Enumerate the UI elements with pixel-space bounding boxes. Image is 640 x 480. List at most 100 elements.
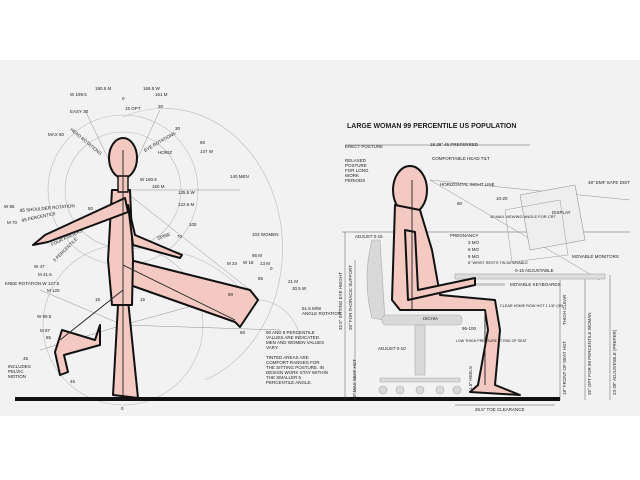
ground-zero-label: 0: [121, 406, 124, 411]
label: 100: [189, 222, 197, 227]
label: 60: [457, 201, 463, 206]
label: W 99.5: [37, 314, 52, 319]
standing-figure: [32, 137, 259, 399]
label: 0-15 ADJUSTABLE: [515, 268, 554, 273]
label: 140 MEN: [230, 174, 249, 179]
label: ANGLE ROTATION: [302, 311, 341, 316]
label: 45: [70, 379, 76, 384]
label: 15 OPT: [125, 106, 141, 111]
label: 18.36" 45 PREFERRED: [430, 142, 479, 147]
label: EASY 30: [70, 109, 89, 114]
label: SPINE: [157, 232, 171, 241]
label: 13 M: [260, 261, 270, 266]
label: 85: [46, 335, 52, 340]
workstation: [454, 184, 606, 286]
label: 32.5" SITTING EYE HEIGHT: [338, 272, 343, 330]
label: 169.5 W: [143, 86, 161, 91]
label: THIGH CLEAR: [562, 294, 567, 325]
label: 0: [122, 96, 125, 101]
label: 45: [23, 356, 29, 361]
label: HEAD ROTATIONS: [69, 127, 102, 156]
label: W 199.5: [70, 92, 87, 97]
diagram-title: LARGE WOMAN 99 PERCENTILE US POPULATION: [347, 123, 516, 130]
label: 8" WRIST RESTS TIN DESIRABLE: [468, 261, 528, 265]
label: 1.5" HEELS: [468, 366, 473, 390]
label: 18" FRONT OF SEAT HGT: [562, 341, 567, 395]
label: 3 MO: [468, 240, 480, 245]
seated-dimension-lines: [342, 144, 631, 406]
label: ADJUST 0-15: [355, 234, 383, 239]
note-tinted: TINTED AREAS ARE COMFORT RANGES FOR THE …: [266, 355, 328, 385]
label: 122.5 M: [178, 202, 195, 207]
label: 0: [270, 266, 273, 271]
label: MAX 60: [48, 132, 65, 137]
label: 147 W: [200, 149, 214, 154]
label: LOW THIGH PRESSURE AT END OF SEAT: [456, 339, 528, 343]
label: HORIZONTAL SIGHT LINE: [440, 182, 495, 187]
label: 30: [175, 126, 181, 131]
label: 51.5 M/W: [302, 306, 322, 311]
label: M 41.5: [38, 272, 52, 277]
label: 135.5 W: [178, 190, 196, 195]
desk-surface: [454, 273, 606, 280]
label: 17" MAX SEAT HGT: [352, 359, 357, 400]
label: 20" FOR THORACIC SUPPORT: [348, 265, 353, 330]
label: COMFORTABLE HEAD TILT: [432, 156, 490, 161]
label: W 47: [34, 264, 45, 269]
note-percentile: 90 AND 5 PERCENTILE VALUES ARE INDICATED…: [266, 330, 325, 350]
monitor: [519, 184, 586, 251]
label: 190.5 M: [95, 86, 112, 91]
label: 60: [240, 330, 246, 335]
label: 90: [228, 292, 234, 297]
label: M 120: [47, 288, 60, 293]
label: W 18: [243, 260, 254, 265]
label: 21 M: [288, 279, 298, 284]
label: M 87: [40, 328, 51, 333]
label: 48" EMF SAFE DIST: [588, 180, 630, 185]
label: CLEAR HOME ROW HGT 1 1/8" (30): [500, 304, 564, 308]
label: M 70: [7, 220, 18, 225]
label: ISCHIA: [423, 316, 438, 321]
label: DISPLAY: [552, 210, 571, 215]
floor-line: [15, 397, 560, 401]
label: 95-100: [462, 326, 477, 331]
label: 30.5 W: [292, 286, 307, 291]
leg-labels: KNEE ROTATION W 127.5 M 120 W 99.5 M 87 …: [5, 253, 341, 411]
label: 15: [140, 297, 146, 302]
label: 95 PERCENTILE: [21, 211, 56, 223]
label: 50: [88, 206, 94, 211]
label: 60: [200, 140, 206, 145]
label: 40 MAX VIEWING ANGLE FOR CRT: [490, 214, 556, 219]
label: 150 M: [152, 184, 165, 189]
label: 161 M: [155, 92, 168, 97]
label: 95 M: [252, 253, 262, 258]
label: 103 WOMEN: [252, 232, 279, 237]
label: 25.5" TOE CLEARANCE: [475, 407, 524, 412]
label: KNEE ROTATION W 127.5: [5, 281, 60, 286]
label: PREGNANCY: [450, 233, 479, 238]
label: 23-28" ADJUSTABLE (PREFER): [612, 329, 617, 395]
label: 25" OPT FOR 99 PERCENTILE WOMAN: [587, 312, 592, 395]
label: 95 SHOULDER ROTATION: [20, 203, 75, 213]
label: 30: [158, 104, 164, 109]
label: M 34: [227, 261, 238, 266]
label: 10-20: [496, 196, 508, 201]
label: W 160.5: [140, 177, 157, 182]
label: ADJUST 0-10: [378, 346, 406, 351]
monitor-alt: [504, 199, 569, 263]
chair: [366, 239, 463, 395]
label: 6 MO: [468, 247, 480, 252]
label: HORIZ: [158, 150, 172, 155]
keyboard: [460, 283, 505, 286]
label: 9 MO: [468, 254, 480, 259]
label: W 85: [4, 204, 15, 209]
notes: 90 AND 5 PERCENTILE VALUES ARE INDICATED…: [266, 330, 328, 385]
seated-figure: [391, 165, 521, 396]
label: 15: [95, 297, 101, 302]
label: MOVABLE MONITORS: [572, 254, 619, 259]
label: MOVABLE KEYBOARDS: [510, 282, 561, 287]
